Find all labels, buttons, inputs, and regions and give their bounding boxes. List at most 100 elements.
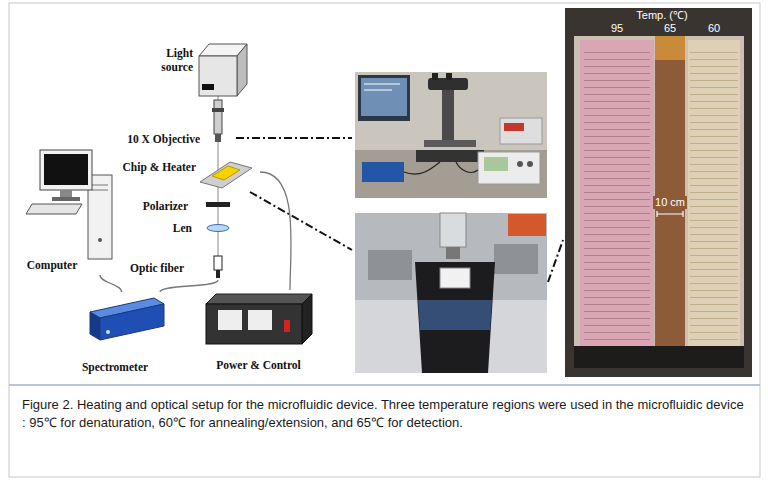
chip-heater-icon-part [212,166,240,180]
light-source: Light source [148,38,248,100]
power-control-icon-part [302,294,312,344]
lab-photo-part [362,162,404,182]
computer-icon-part [92,185,108,186]
chip-photo-part [440,268,470,288]
power-control: Power & Control [196,290,321,380]
chip-heater-icon-part [200,162,252,188]
part-label: Chip & Heater [123,160,196,174]
lab-photo-part [424,140,476,147]
lab-photo-part [478,152,540,184]
objective-lens-icon-part [214,100,222,134]
light-source-icon-part [199,56,237,96]
chip-photo-part [508,214,546,236]
dash-dot-leader-part [236,137,352,139]
lab-photo-part [504,123,524,131]
dash-dot-leader-part [250,192,352,250]
device-photo-part [574,346,744,368]
figure-frame-part [9,3,760,477]
polarizer: Polarizer [120,196,240,216]
objective-lens-icon-part [212,108,224,112]
temperature-value: 95 [609,22,625,35]
light-source-icon-part [237,44,247,96]
cable-connector [260,172,291,290]
lab-photo-part [364,84,400,85]
lens-icon [150,218,240,238]
power-control-icon-part [284,320,290,332]
device-photo-part [657,211,683,217]
part-label: Power & Control [216,358,301,372]
part-label: Optic fiber [130,261,184,275]
lab-photo-part [355,72,547,198]
device-photo-part [688,40,740,346]
optic-fiber-icon-part [214,256,222,270]
spectrometer-icon-part [100,304,164,340]
lab-photo-part [484,157,508,171]
spectrometer-icon-part [90,312,100,340]
figure-frame [9,3,760,477]
power-control-icon-part [206,304,302,344]
optic-fiber-icon-part [216,270,220,278]
chip-heater: Chip & Heater [100,152,260,192]
chip-photo-part [418,300,492,330]
cable-connector [100,275,122,292]
spectrometer: Spectrometer [60,292,170,380]
objective-lens-icon-part [215,134,221,142]
part-label: Len [173,221,192,235]
computer-icon-part [40,150,92,190]
computer-icon-part [44,154,88,185]
lens: Len [150,218,240,238]
optic-fiber: Optic fiber [104,254,234,280]
lens-icon-part [207,225,229,232]
device-photo-part [655,36,685,60]
chip-photo-part [368,250,412,280]
objective-lens: 10 X Objective [100,100,235,150]
lab-photo-part [527,161,533,167]
device-photo-part [690,50,738,340]
figure-frame-part [9,384,760,386]
spectrometer-icon-part [106,330,110,334]
lab-photo-part [442,84,454,142]
chip-photo-part [440,213,466,247]
power-control-icon-part [206,294,312,304]
device-photo-part [580,40,654,346]
computer-icon-part [60,190,72,197]
device-photo-part [655,36,685,348]
axis-title: Temp. (℃) [634,9,689,22]
lab-photo-part [432,73,438,80]
computer-icon [12,140,122,275]
computer-icon-part [26,204,82,214]
lab-photo-part [500,118,542,144]
chip-photo-part [415,262,495,373]
device-photo-part [584,50,650,340]
part-label: Spectrometer [82,360,148,374]
cable-connector [160,280,218,292]
lab-photo [355,72,547,198]
dash-dot-leader [236,138,563,282]
chip-photo-part [355,213,547,373]
chip-photo-part [494,244,538,274]
device-photo-part [574,36,744,354]
temperature-value: 65 [662,22,678,35]
dimension-label: 10 cm [653,196,687,209]
part-label: 10 X Objective [127,132,200,146]
light-source-icon-part [202,84,214,90]
chip-photo-part [446,247,460,259]
lab-photo-part [404,162,478,174]
part-label: Polarizer [143,199,188,213]
device-photo [565,8,752,377]
computer: Computer [12,140,122,275]
power-control-icon-part [218,310,242,330]
lab-photo-part [358,75,410,121]
part-label: Computer [27,258,77,272]
lab-photo-part [517,161,523,167]
lab-photo-part [446,73,452,80]
dash-dot-leader-part [548,240,563,282]
computer-icon-part [52,197,80,201]
lab-photo-part [361,78,407,116]
lab-photo-part [355,150,547,198]
lab-photo-part [416,150,484,162]
computer-icon-part [98,238,102,242]
chip-photo [355,213,547,373]
power-control-icon-part [248,310,272,330]
device-photo-part [565,8,752,377]
